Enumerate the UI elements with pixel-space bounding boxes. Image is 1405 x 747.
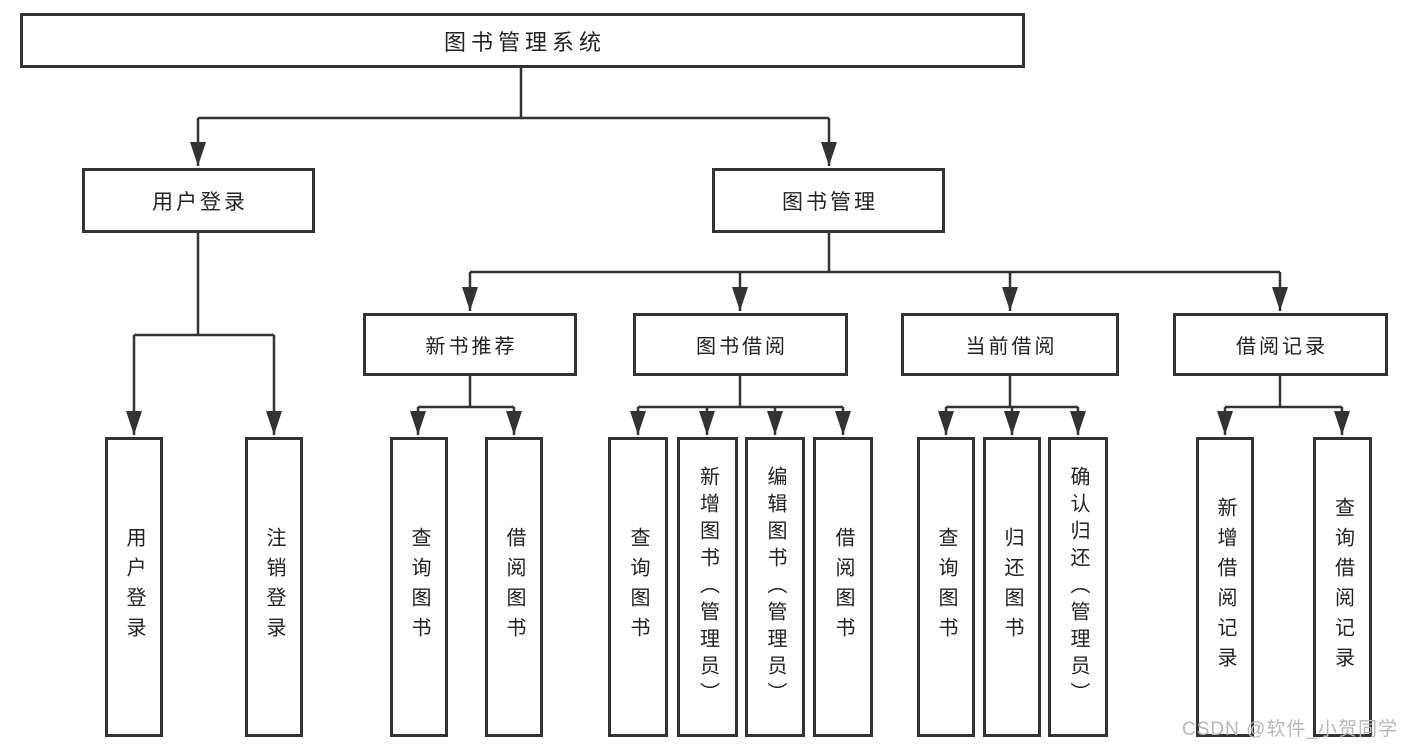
leaf-current-return-books: 归还图书	[983, 437, 1041, 737]
leaf-label: 查询图书	[408, 527, 430, 647]
leaf-records-add-record: 新增借阅记录	[1196, 437, 1254, 737]
leaf-current-query-books: 查询图书	[917, 437, 975, 737]
leaf-borrow-add-books-admin: 新增图书（管理员）	[677, 437, 738, 737]
leaf-label: 编辑图书（管理员）	[764, 465, 786, 709]
leaf-label: 查询图书	[935, 527, 957, 647]
leaf-label: 查询借阅记录	[1331, 497, 1354, 677]
node-user-login: 用户登录	[82, 168, 315, 233]
leaf-label: 确认归还（管理员）	[1067, 465, 1089, 709]
node-borrowing-records: 借阅记录	[1173, 313, 1388, 376]
leaf-label: 用户登录	[123, 527, 145, 647]
leaf-current-confirm-return-admin: 确认归还（管理员）	[1048, 437, 1108, 737]
leaf-logout: 注销登录	[245, 437, 303, 737]
leaf-label: 借阅图书	[832, 527, 854, 647]
node-book-borrowing: 图书借阅	[633, 313, 848, 376]
leaf-label: 借阅图书	[503, 527, 525, 647]
leaf-borrow-edit-books-admin: 编辑图书（管理员）	[745, 437, 805, 737]
node-current-borrowing: 当前借阅	[901, 313, 1119, 376]
leaf-rec-borrow-books: 借阅图书	[485, 437, 543, 737]
node-book-management: 图书管理	[712, 168, 945, 233]
leaf-records-query-record: 查询借阅记录	[1313, 437, 1372, 737]
leaf-user-login: 用户登录	[105, 437, 163, 737]
leaf-label: 归还图书	[1001, 527, 1023, 647]
node-new-book-recommend: 新书推荐	[363, 313, 577, 376]
leaf-label: 注销登录	[263, 527, 285, 647]
leaf-rec-query-books: 查询图书	[390, 437, 448, 737]
leaf-label: 查询图书	[627, 527, 649, 647]
leaf-borrow-borrow-books: 借阅图书	[813, 437, 873, 737]
node-library-management-system: 图书管理系统	[20, 13, 1025, 68]
watermark: CSDN @软件_小贺同学	[1182, 719, 1398, 740]
leaf-borrow-query-books: 查询图书	[608, 437, 668, 737]
leaf-label: 新增图书（管理员）	[696, 465, 719, 709]
leaf-label: 新增借阅记录	[1214, 497, 1236, 677]
